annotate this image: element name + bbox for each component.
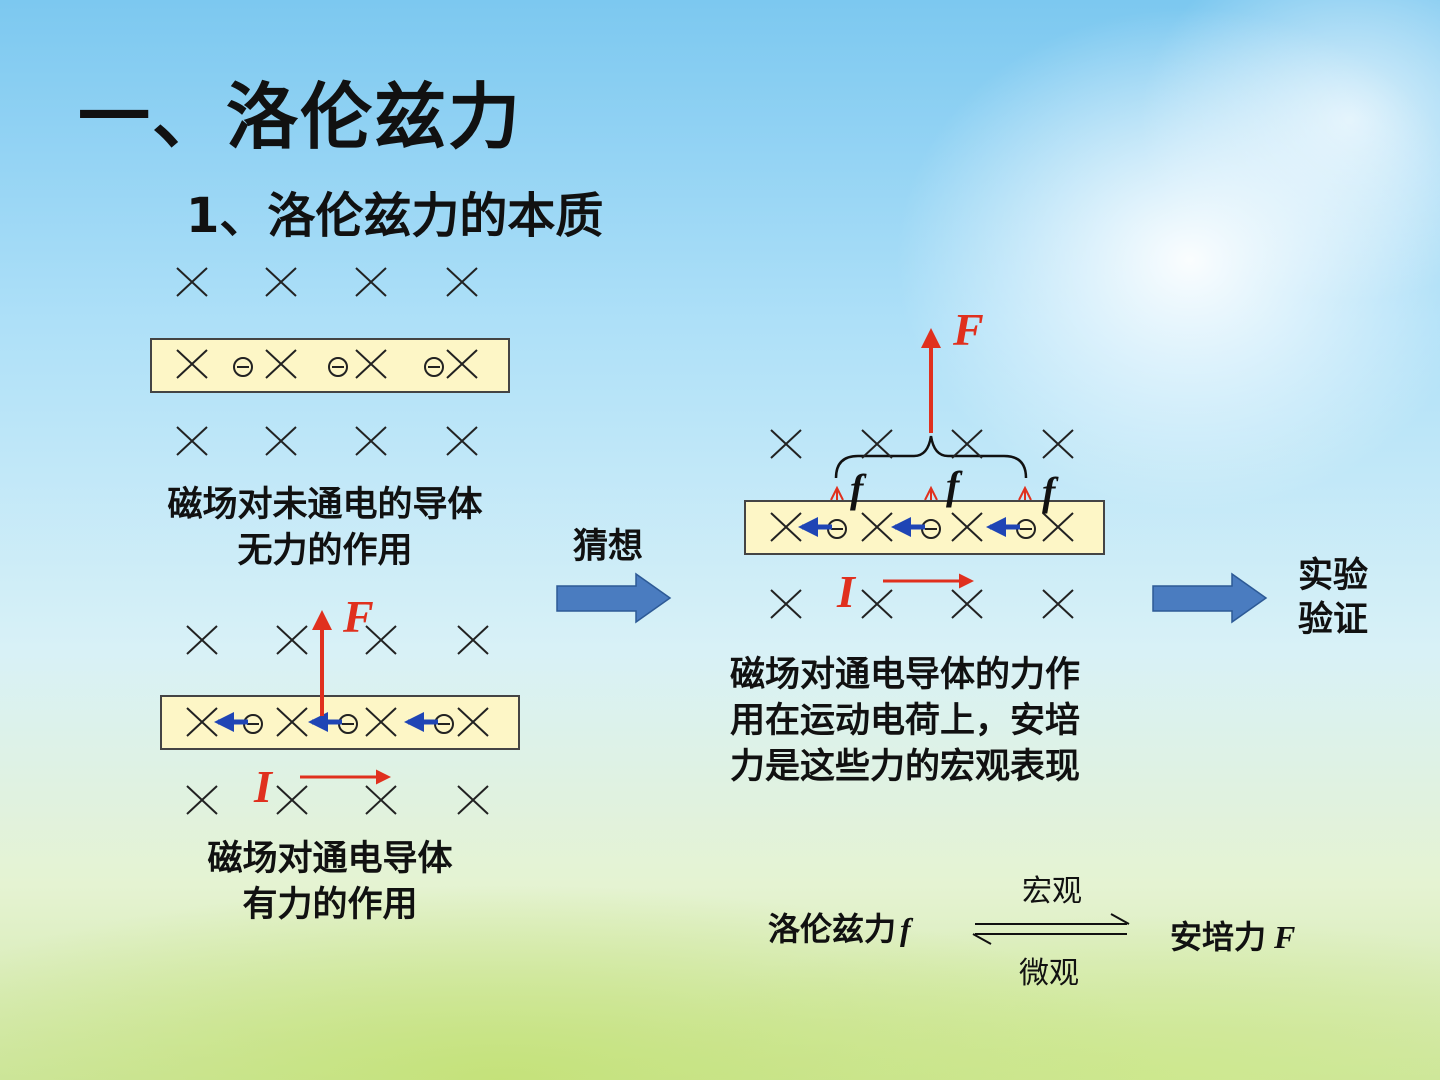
sub-force-label-2: f: [946, 463, 960, 508]
field-crosses-bottom-row-3: [770, 589, 1074, 619]
caption-hypothesis-line3: 力是这些力的宏观表现: [730, 747, 1081, 787]
macro-label: 宏观: [1022, 874, 1082, 909]
ampere-force-symbol: F: [1274, 919, 1296, 955]
electron-symbols-1: [233, 357, 444, 377]
caption-no-current-line1: 磁场对未通电的导体: [167, 485, 483, 525]
caption-with-current-line2: 有力的作用: [242, 885, 418, 925]
caption-hypothesis: 磁场对通电导体的力作 用在运动电荷上，安培 力是这些力的宏观表现: [730, 652, 1140, 790]
caption-hypothesis-line2: 用在运动电荷上，安培: [730, 701, 1081, 741]
caption-no-current: 磁场对未通电的导体 无力的作用: [130, 482, 520, 574]
verify-label-line2: 验证: [1298, 600, 1369, 640]
caption-with-current: 磁场对通电导体 有力的作用: [160, 836, 500, 928]
current-label-2: I: [254, 761, 272, 812]
field-crosses-bottom-row-2: [186, 785, 489, 815]
sub-force-label-1: f: [850, 466, 864, 511]
micro-label: 微观: [1019, 956, 1079, 991]
force-label-2: F: [343, 591, 374, 642]
lorentz-force-symbol: f: [900, 911, 911, 947]
caption-with-current-line1: 磁场对通电导体: [207, 839, 453, 879]
lorentz-force-term: 洛伦兹力: [768, 910, 897, 948]
field-crosses-top-row-3: [770, 429, 1074, 459]
force-label-3: F: [953, 304, 984, 355]
verify-label: 实验 验证: [1298, 554, 1368, 642]
verify-label-line1: 实验: [1298, 556, 1369, 596]
guess-flow-arrow: [556, 572, 672, 624]
page-title: 一、洛伦兹力: [78, 75, 523, 159]
field-crosses-top-row-2: [186, 625, 489, 655]
field-crosses-top-row-1: [176, 267, 478, 297]
field-crosses-in-conductor-3: [770, 512, 1074, 542]
sum-brace: [834, 435, 1028, 479]
caption-no-current-line2: 无力的作用: [237, 531, 413, 571]
sub-force-label-3: f: [1042, 469, 1056, 514]
field-crosses-in-conductor-2: [186, 707, 489, 737]
guess-label: 猜想: [573, 527, 644, 567]
verify-flow-arrow: [1152, 572, 1268, 624]
section-subtitle: 1、洛伦兹力的本质: [186, 188, 604, 244]
current-label-3: I: [837, 566, 855, 617]
field-crosses-bottom-row-1: [176, 426, 478, 456]
macro-micro-arrows: [972, 913, 1130, 945]
ampere-force-term: 安培力: [1170, 918, 1267, 956]
caption-hypothesis-line1: 磁场对通电导体的力作: [730, 655, 1081, 695]
field-crosses-in-conductor-1: [176, 349, 478, 379]
